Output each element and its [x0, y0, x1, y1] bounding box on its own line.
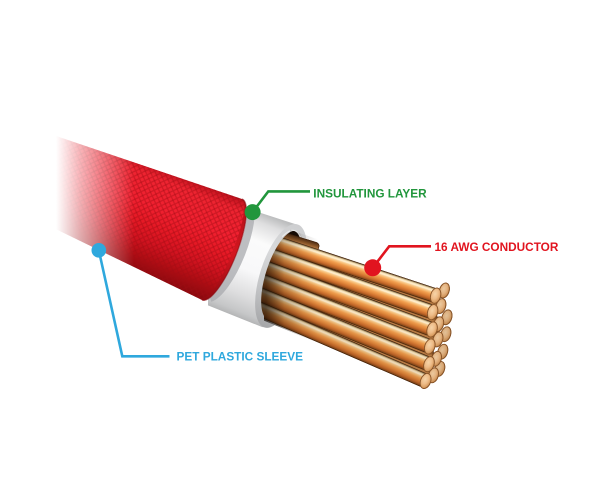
- svg-text:PET PLASTIC SLEEVE: PET PLASTIC SLEEVE: [177, 349, 304, 363]
- svg-text:16 AWG CONDUCTOR: 16 AWG CONDUCTOR: [435, 240, 559, 254]
- svg-text:INSULATING LAYER: INSULATING LAYER: [313, 186, 427, 200]
